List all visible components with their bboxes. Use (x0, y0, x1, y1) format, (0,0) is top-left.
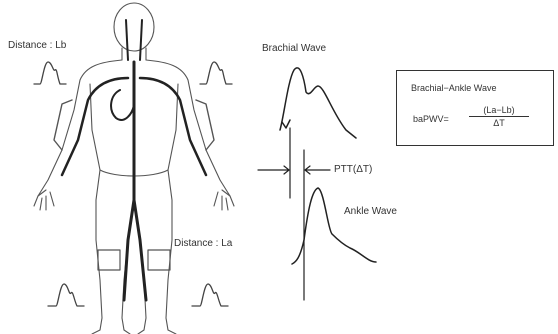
brachial-wave-label: Brachial Wave (262, 43, 326, 54)
wave-icon-right-arm (200, 62, 232, 84)
distance-la-label: Distance : La (174, 238, 232, 249)
formula-lhs: baPWV= (413, 114, 449, 124)
heart (111, 90, 134, 120)
feet (92, 330, 176, 334)
wave-icon-right-ankle (192, 284, 228, 306)
formula-box: Brachial−Ankle Wave baPWV= (La−Lb) ΔT (396, 70, 554, 146)
left-hand (34, 190, 54, 210)
ankle-cuffs (98, 250, 170, 270)
carotid-arteries (126, 20, 142, 60)
ptt-arrow-left (258, 166, 289, 174)
ptt-label: PTT(ΔT) (334, 164, 372, 175)
distance-lb-label: Distance : Lb (8, 40, 66, 51)
ptt-arrow-right (305, 166, 330, 174)
ankle-wave-label: Ankle Wave (344, 206, 397, 217)
right-arm-artery (140, 78, 206, 175)
brachial-wave-foot (282, 120, 290, 128)
left-arm-artery (62, 78, 128, 175)
wave-icon-left-arm (34, 62, 66, 84)
formula-denominator: ΔT (469, 117, 529, 128)
right-hand (214, 190, 234, 210)
neck-outline (122, 48, 146, 60)
brachial-wave-curve (280, 68, 356, 138)
artery-tree (62, 20, 206, 300)
left-torso-leg-outline (90, 84, 102, 330)
formula-title: Brachial−Ankle Wave (411, 83, 496, 93)
head-outline (114, 3, 154, 51)
formula-fraction: (La−Lb) ΔT (469, 105, 529, 128)
wave-icon-left-ankle (48, 284, 84, 306)
right-torso-leg-outline (166, 84, 178, 330)
formula-numerator: (La−Lb) (469, 105, 529, 117)
aorta-legs-artery (124, 62, 146, 300)
